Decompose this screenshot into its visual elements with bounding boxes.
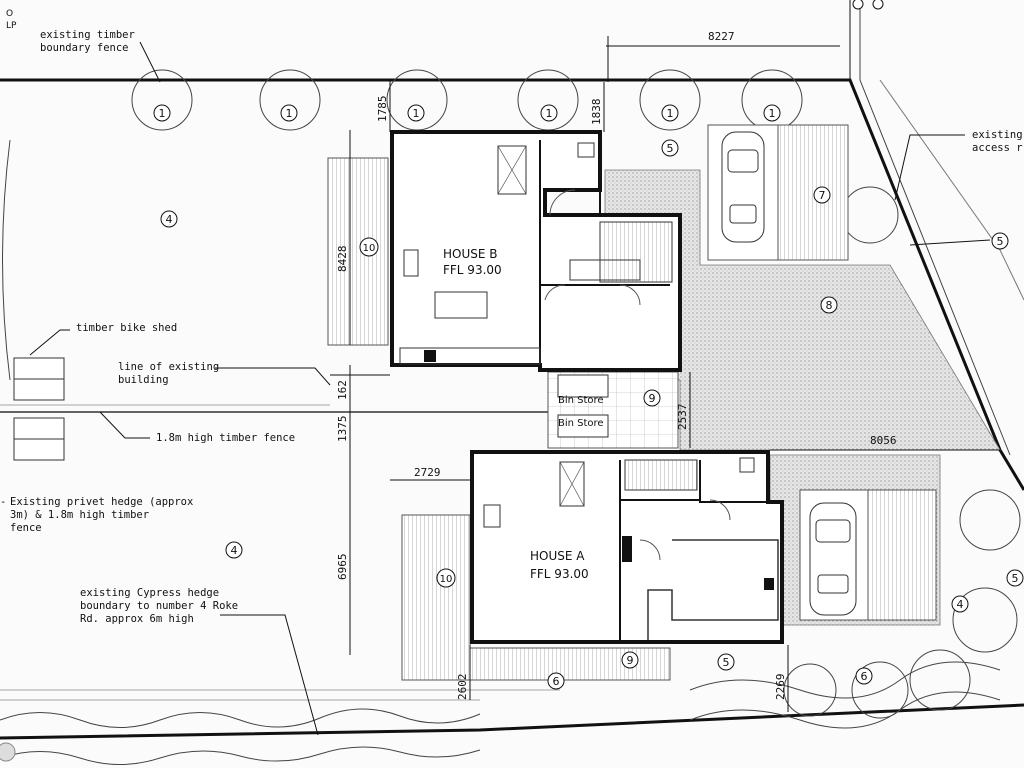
note-access-road-1: existing t bbox=[972, 129, 1024, 141]
svg-text:5: 5 bbox=[723, 656, 730, 669]
marker-5a: 5 bbox=[661, 139, 679, 157]
note-privet-bullet: - bbox=[0, 496, 6, 508]
svg-text:1: 1 bbox=[286, 107, 293, 120]
bin-store-box-1 bbox=[557, 374, 609, 398]
dimension-lines bbox=[330, 45, 1000, 712]
note-privet-3: fence bbox=[10, 522, 42, 534]
note-existing-building-1: line of existing bbox=[118, 361, 219, 373]
note-cypress-3: Rd. approx 6m high bbox=[80, 613, 194, 625]
svg-text:6: 6 bbox=[861, 670, 868, 683]
note-privet-2: 3m) & 1.8m high timber bbox=[10, 509, 149, 521]
marker-9a: 9 bbox=[643, 389, 661, 407]
annotation-leaders bbox=[29, 41, 991, 736]
house-a-deck bbox=[401, 514, 471, 681]
marker-1b: 1 bbox=[280, 104, 298, 122]
note-cypress-2: boundary to number 4 Roke bbox=[80, 600, 238, 612]
dim-top-width: 8227 bbox=[708, 30, 735, 43]
marker-7: 7 bbox=[813, 186, 831, 204]
house-b-deck bbox=[327, 157, 389, 346]
dim-1375: 1375 bbox=[336, 416, 349, 443]
marker-1e: 1 bbox=[661, 104, 679, 122]
dim-162: 162 bbox=[336, 380, 349, 400]
car-bottom bbox=[809, 502, 857, 616]
svg-text:4: 4 bbox=[231, 544, 238, 557]
house-a-name: HOUSE A bbox=[530, 549, 585, 563]
marker-10a: 10 bbox=[359, 237, 379, 257]
corner-label-2: LP bbox=[6, 21, 17, 31]
lamp-post-icon bbox=[0, 742, 16, 762]
svg-text:1: 1 bbox=[159, 107, 166, 120]
note-bike-shed: timber bike shed bbox=[76, 322, 177, 334]
marker-1f: 1 bbox=[763, 104, 781, 122]
dim-b-depth: 8428 bbox=[336, 246, 349, 273]
note-cypress-1: existing Cypress hedge bbox=[80, 587, 219, 599]
dim-a-offset: 2729 bbox=[414, 466, 441, 479]
dim-b-north-gap: 1785 bbox=[376, 96, 389, 123]
bin-store-label-1: Bin Store bbox=[558, 395, 604, 406]
svg-text:4: 4 bbox=[166, 213, 173, 226]
bin-store-box-2 bbox=[557, 414, 609, 438]
svg-text:7: 7 bbox=[819, 189, 826, 202]
dim-8056: 8056 bbox=[870, 434, 897, 447]
house-b-ffl: FFL 93.00 bbox=[443, 263, 502, 277]
svg-text:10: 10 bbox=[440, 574, 453, 585]
corner-label-1: O bbox=[6, 9, 13, 19]
marker-4c: 4 bbox=[951, 595, 969, 613]
svg-text:9: 9 bbox=[649, 392, 656, 405]
note-existing-building-2: building bbox=[118, 374, 169, 386]
marker-4b: 4 bbox=[225, 541, 243, 559]
marker-5c: 5 bbox=[717, 653, 735, 671]
house-a: HOUSE A FFL 93.00 bbox=[470, 450, 784, 644]
marker-1c: 1 bbox=[407, 104, 425, 122]
svg-text:8: 8 bbox=[826, 299, 833, 312]
marker-5d: 5 bbox=[1006, 569, 1024, 587]
note-high-fence: 1.8m high timber fence bbox=[156, 432, 295, 444]
dim-a-depth: 6965 bbox=[336, 554, 349, 581]
svg-text:5: 5 bbox=[1012, 572, 1019, 585]
dim-2537: 2537 bbox=[676, 404, 689, 431]
marker-6a: 6 bbox=[547, 672, 565, 690]
svg-text:5: 5 bbox=[997, 235, 1004, 248]
dim-a-south2: 2269 bbox=[774, 674, 787, 701]
svg-text:6: 6 bbox=[553, 675, 560, 688]
svg-text:1: 1 bbox=[413, 107, 420, 120]
house-b: HOUSE B FFL 93.00 bbox=[390, 130, 682, 372]
svg-text:1: 1 bbox=[546, 107, 553, 120]
survey-marker-icon bbox=[852, 0, 884, 10]
marker-9b: 9 bbox=[621, 651, 639, 669]
svg-text:9: 9 bbox=[627, 654, 634, 667]
dim-b-north-gap2: 1838 bbox=[590, 99, 603, 126]
marker-1d: 1 bbox=[540, 104, 558, 122]
dim-a-south: 2602 bbox=[456, 674, 469, 701]
house-a-ffl: FFL 93.00 bbox=[530, 567, 589, 581]
svg-text:4: 4 bbox=[957, 598, 964, 611]
marker-8: 8 bbox=[820, 296, 838, 314]
house-b-name: HOUSE B bbox=[443, 247, 498, 261]
bike-shed bbox=[13, 357, 65, 461]
note-timber-fence-1: existing timber bbox=[40, 29, 135, 41]
marker-5b: 5 bbox=[991, 232, 1009, 250]
bin-store-label-2: Bin Store bbox=[558, 418, 604, 429]
marker-6b: 6 bbox=[855, 667, 873, 685]
key-markers: 1 1 1 1 1 1 4 4 4 5 5 5 5 6 6 7 8 9 9 10… bbox=[153, 104, 1024, 690]
marker-4a: 4 bbox=[160, 210, 178, 228]
marker-10b: 10 bbox=[436, 568, 456, 588]
note-access-road-2: access r bbox=[972, 142, 1023, 154]
svg-text:5: 5 bbox=[667, 142, 674, 155]
svg-text:10: 10 bbox=[363, 243, 376, 254]
site-boundary bbox=[0, 0, 1024, 740]
house-a-terrace bbox=[469, 647, 671, 681]
note-timber-fence-2: boundary fence bbox=[40, 42, 129, 54]
car-top bbox=[721, 131, 765, 243]
note-privet-1: Existing privet hedge (approx bbox=[10, 496, 193, 508]
svg-text:1: 1 bbox=[667, 107, 674, 120]
svg-text:1: 1 bbox=[769, 107, 776, 120]
marker-1a: 1 bbox=[153, 104, 171, 122]
